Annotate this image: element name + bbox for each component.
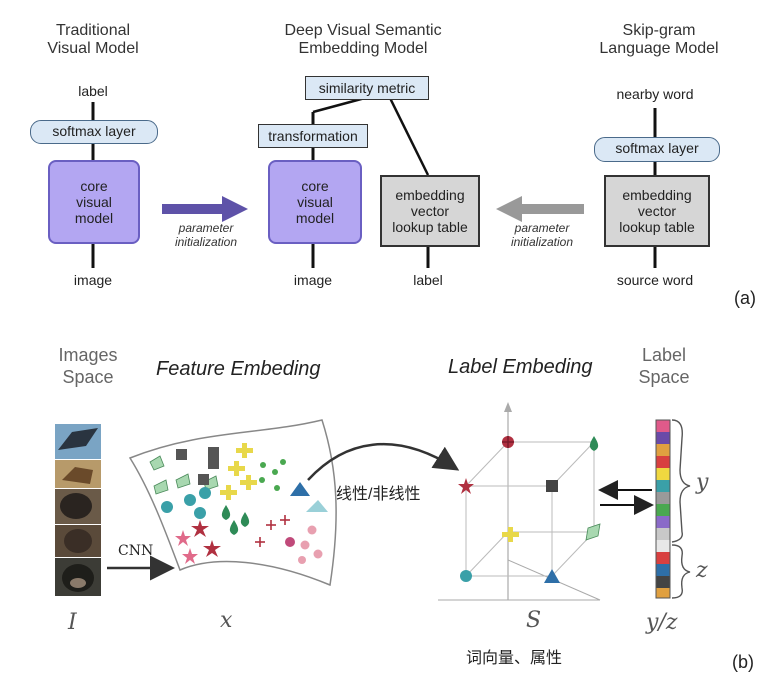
mid-image: image — [293, 272, 333, 288]
parameter-arrow-right — [496, 196, 584, 222]
var-z: z — [696, 558, 708, 583]
right-embedding-table: embedding vector lookup table — [604, 175, 710, 247]
label-color-bar — [655, 419, 671, 599]
var-x: x — [220, 608, 233, 633]
label-embedding-title: Label Embeding — [448, 356, 593, 378]
brace-z — [671, 544, 691, 599]
panel-a-tag: (a) — [734, 288, 756, 308]
feature-points — [149, 443, 328, 564]
mid-label: label — [413, 272, 443, 288]
label-embedding-cube — [438, 402, 601, 601]
left-label: label — [78, 83, 108, 99]
left-core-model: core visual model — [48, 160, 140, 244]
parameter-arrow-left — [162, 196, 248, 222]
var-S: S — [526, 608, 542, 633]
word-vector-attributes: 词向量、属性 — [466, 650, 563, 667]
param-init-right: parameter initialization — [510, 221, 574, 249]
mid-embedding-table: embedding vector lookup table — [380, 175, 480, 247]
left-softmax: softmax layer — [30, 120, 158, 144]
mid-core-model: core visual model — [268, 160, 362, 244]
image-strip — [55, 424, 101, 596]
cnn-label: CNN — [118, 543, 154, 559]
feature-embedding-title: Feature Embeding — [156, 358, 321, 380]
param-init-left: parameter initialization — [174, 221, 238, 249]
var-I: I — [68, 610, 77, 635]
brace-y — [671, 419, 691, 543]
transformation: transformation — [258, 124, 368, 148]
right-softmax: softmax layer — [594, 137, 720, 162]
panel-b-tag: (b) — [732, 652, 754, 672]
similarity-metric: similarity metric — [305, 76, 429, 100]
var-y: y — [696, 470, 709, 495]
var-yz: y/z — [646, 610, 678, 635]
embedding-arrow — [307, 442, 460, 481]
skipgram-title: Skip-gram Language Model — [599, 22, 719, 58]
mapping-arrows — [598, 480, 654, 515]
traditional-title: Traditional Visual Model — [47, 22, 139, 58]
devise-title: Deep Visual Semantic Embedding Model — [284, 22, 442, 58]
images-space: Images Space — [58, 345, 118, 387]
linear-nonlinear: 线性/非线性 — [336, 486, 421, 503]
panel-a-connectors — [91, 78, 657, 268]
label-space: Label Space — [638, 345, 690, 387]
source-word: source word — [616, 272, 694, 288]
left-image: image — [73, 272, 113, 288]
nearby-word: nearby word — [616, 86, 694, 102]
